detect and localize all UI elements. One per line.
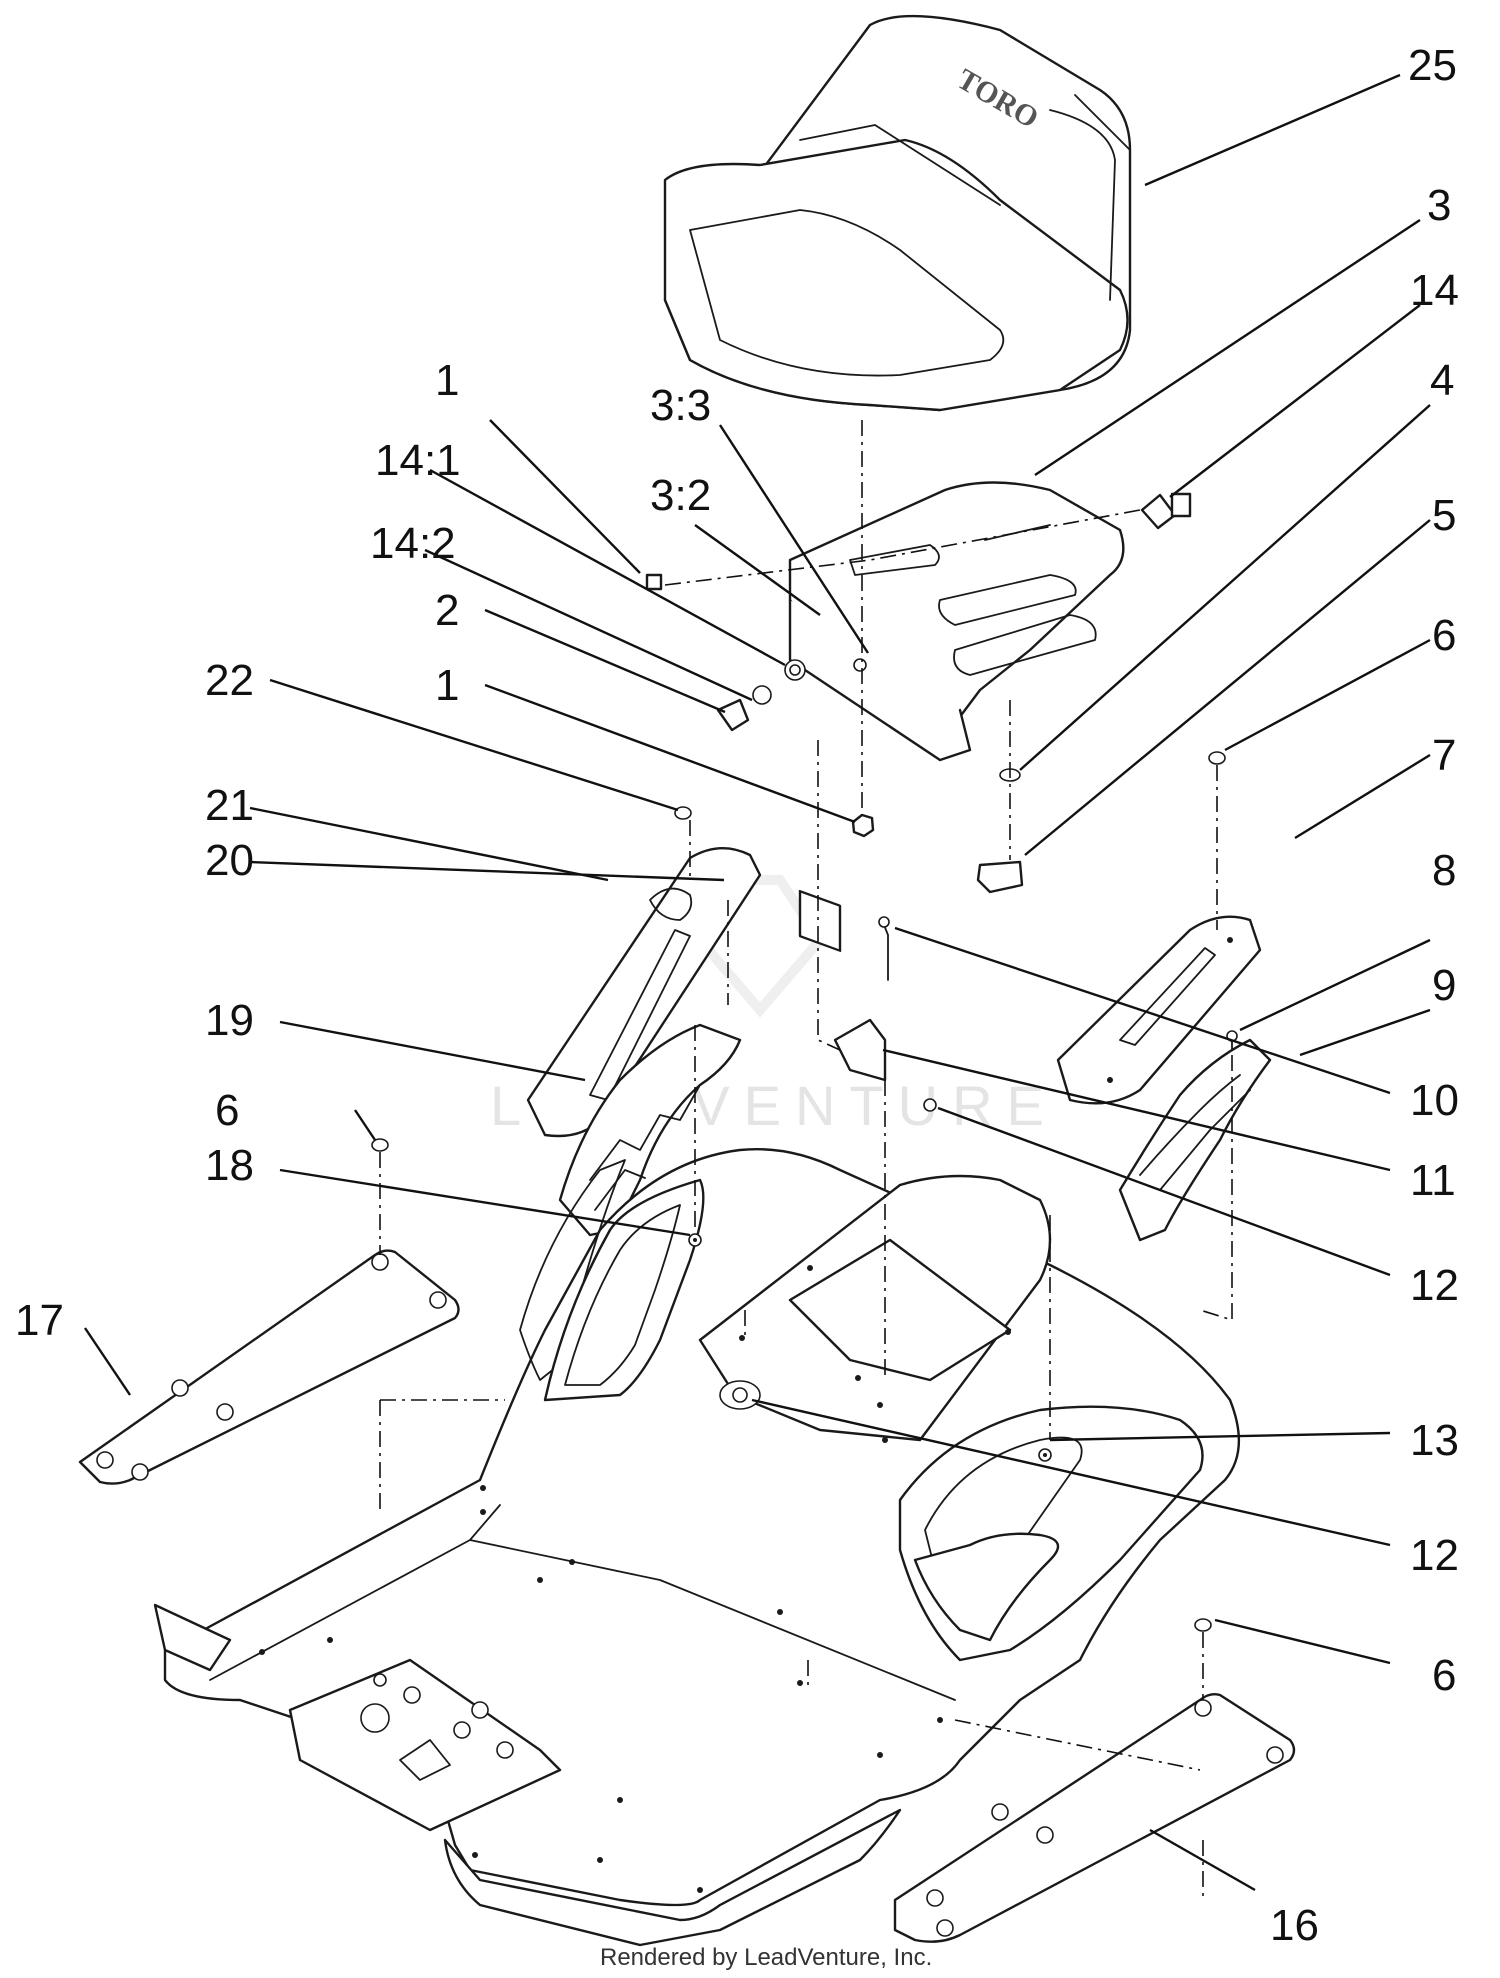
callout-9: 9 [1432, 961, 1456, 1010]
callout-12-lower: 12 [1410, 1531, 1459, 1580]
callout-3-3: 3:3 [650, 381, 711, 430]
right-cover [1056, 915, 1262, 1105]
seat-pan [788, 481, 1125, 953]
left-cover [526, 846, 762, 1138]
callout-19: 19 [205, 996, 254, 1045]
leader-lines [84, 73, 1431, 1892]
callout-7: 7 [1432, 731, 1456, 780]
callout-16: 16 [1270, 1901, 1319, 1950]
callout-3: 3 [1427, 181, 1451, 230]
hardware [371, 492, 1238, 1632]
callout-3-2: 3:2 [650, 471, 711, 520]
callout-14-2: 14:2 [370, 519, 456, 568]
callout-4: 4 [1430, 356, 1454, 405]
callout-1: 1 [435, 356, 459, 405]
callout-14-1: 14:1 [375, 436, 461, 485]
left-step-plate [78, 1249, 460, 1485]
callout-6-top: 6 [1432, 611, 1456, 660]
callout-22: 22 [205, 656, 254, 705]
callout-1-lower: 1 [435, 661, 459, 710]
callout-6-lower: 6 [1432, 1651, 1456, 1700]
callout-labels: 25 3 14 1 3:3 4 14:1 3:2 5 14:2 2 6 1 22… [15, 41, 1459, 1950]
callout-10: 10 [1410, 1076, 1459, 1125]
callout-18: 18 [205, 1141, 254, 1190]
right-step-plate [893, 1692, 1296, 1943]
callout-2: 2 [435, 586, 459, 635]
callout-12-upper: 12 [1410, 1261, 1459, 1310]
left-plate [558, 1023, 742, 1237]
footer-credit: Rendered by LeadVenture, Inc. [600, 1944, 932, 1971]
callout-11: 11 [1410, 1156, 1456, 1205]
callout-25: 25 [1408, 41, 1457, 90]
body-pan [153, 1147, 1240, 1947]
seat: TORO [663, 14, 1132, 412]
callout-8: 8 [1432, 846, 1456, 895]
callout-13: 13 [1410, 1416, 1459, 1465]
callout-6-left: 6 [215, 1086, 239, 1135]
callout-21: 21 [205, 781, 254, 830]
callout-14: 14 [1410, 266, 1459, 315]
callout-5: 5 [1432, 491, 1456, 540]
assembly-centerlines [379, 420, 1233, 1900]
callout-17: 17 [15, 1296, 64, 1345]
callout-20: 20 [205, 836, 254, 885]
